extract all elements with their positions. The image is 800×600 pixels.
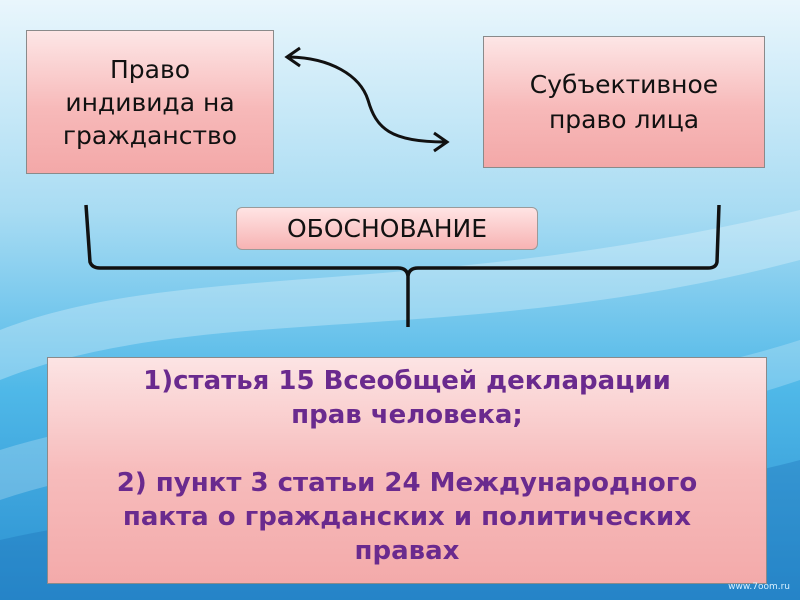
box-line: Право <box>109 54 190 84</box>
watermark: www.7oom.ru <box>728 582 790 592</box>
justification-label: ОБОСНОВАНИЕ <box>236 207 538 250</box>
box-line: право лица <box>548 105 700 134</box>
sources-box: 1)статья 15 Всеобщей декларации прав чел… <box>47 357 767 584</box>
source-item-1-line: прав человека; <box>291 400 523 431</box>
box-line: гражданство <box>62 120 238 150</box>
source-item-1-line: 1)статья 15 Всеобщей декларации <box>143 366 671 396</box>
box-line: Субъективное <box>529 70 719 99</box>
source-item-2-line: пакта о гражданских и политических <box>122 501 692 532</box>
source-item-2-line: правах <box>354 536 460 567</box>
box-line: индивида на <box>65 87 235 117</box>
source-item-2-line: 2) пункт 3 статьи 24 Международного <box>116 467 698 498</box>
individual-right-box: Право индивида на гражданство <box>26 30 274 174</box>
subjective-right-box: Субъективное право лица <box>483 36 765 168</box>
